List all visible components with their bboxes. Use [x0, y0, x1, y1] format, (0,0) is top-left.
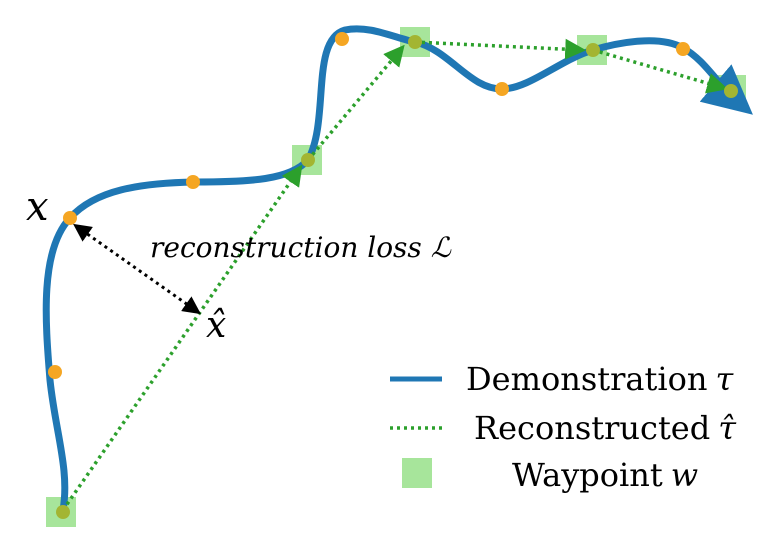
sample-point [186, 175, 200, 189]
sample-point [63, 211, 77, 225]
reconstructed-trajectory [61, 38, 729, 511]
reconstructed-segment [592, 48, 729, 94]
reconstructed-segment [306, 44, 405, 162]
waypoint-centers [56, 35, 738, 519]
waypoints [46, 27, 746, 527]
sample-point [676, 42, 690, 56]
reconstructed-segment [414, 38, 587, 60]
label-x-hat: x̂ [206, 305, 226, 346]
waypoint-center [724, 84, 738, 98]
sample-point [48, 365, 62, 379]
sample-point [335, 32, 349, 46]
legend-waypoint-swatch [402, 458, 432, 488]
waypoint-center [586, 43, 600, 57]
waypoint-center [56, 505, 70, 519]
sample-point [495, 82, 509, 96]
sample-points [48, 32, 690, 379]
reconstructed-segment [61, 164, 303, 511]
waypoint-center [301, 153, 315, 167]
waypoint-center [408, 35, 422, 49]
label-reconstruction-loss: reconstruction loss ℒ [150, 231, 452, 264]
label-x: x [26, 184, 49, 230]
